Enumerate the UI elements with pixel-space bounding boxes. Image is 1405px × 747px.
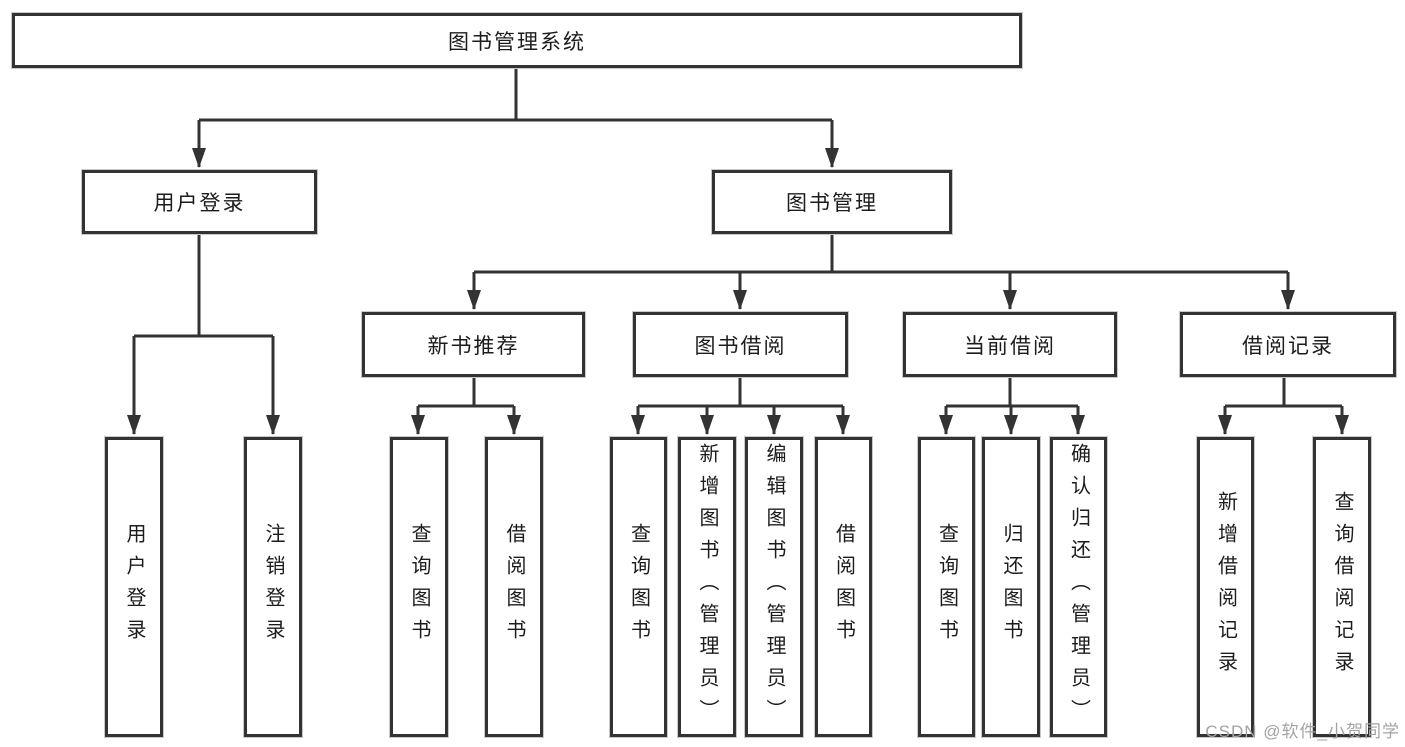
leaf-borrow-book: 借阅图书: [815, 437, 872, 737]
node-borrow-records: 借阅记录: [1180, 312, 1396, 377]
node-current-borrowing-label: 当前借阅: [964, 334, 1056, 358]
node-user-login: 用户登录: [82, 170, 317, 234]
node-new-book-recommend: 新书推荐: [362, 312, 585, 377]
node-book-management-label: 图书管理: [786, 192, 878, 215]
leaf-return-book-label: 归还图书: [1000, 523, 1022, 651]
leaf-query-borrow-record-label: 查询借阅记录: [1331, 491, 1353, 683]
leaf-query-books-borrow: 查询图书: [610, 437, 667, 737]
leaf-confirm-return-admin: 确认归还（管理员）: [1050, 437, 1107, 737]
leaf-add-borrow-record-label: 新增借阅记录: [1214, 491, 1237, 683]
leaf-user-login: 用户登录: [105, 437, 163, 737]
leaf-borrow-books-recommend-label: 借阅图书: [503, 523, 525, 651]
leaf-query-books-current: 查询图书: [918, 437, 975, 737]
leaf-add-borrow-record: 新增借阅记录: [1197, 437, 1254, 737]
leaf-borrow-book-label: 借阅图书: [832, 523, 855, 651]
node-book-borrowing-label: 图书借阅: [694, 334, 787, 358]
node-current-borrowing: 当前借阅: [903, 312, 1117, 377]
node-new-book-recommend-label: 新书推荐: [427, 334, 520, 358]
leaf-return-book: 归还图书: [982, 437, 1040, 737]
leaf-query-books-recommend-label: 查询图书: [408, 523, 430, 651]
leaf-add-book-admin: 新增图书（管理员）: [678, 437, 736, 737]
node-book-borrowing: 图书借阅: [633, 312, 848, 377]
leaf-add-book-admin-label: 新增图书（管理员）: [696, 443, 718, 731]
node-root-label: 图书管理系统: [448, 30, 586, 54]
leaf-query-books-borrow-label: 查询图书: [627, 523, 650, 651]
node-root-system: 图书管理系统: [12, 13, 1022, 68]
leaf-confirm-return-admin-label: 确认归还（管理员）: [1067, 443, 1090, 731]
leaf-user-login-label: 用户登录: [123, 523, 145, 651]
csdn-watermark: CSDN @软件_小贺同学: [1205, 722, 1400, 741]
leaf-logout-label: 注销登录: [262, 523, 284, 651]
leaf-query-books-current-label: 查询图书: [935, 523, 958, 651]
leaf-query-borrow-record: 查询借阅记录: [1313, 437, 1371, 737]
node-user-login-label: 用户登录: [153, 192, 246, 215]
node-borrow-records-label: 借阅记录: [1242, 334, 1334, 358]
leaf-logout: 注销登录: [244, 437, 302, 737]
leaf-edit-book-admin-label: 编辑图书（管理员）: [763, 443, 785, 731]
leaf-query-books-recommend: 查询图书: [390, 437, 448, 737]
leaf-borrow-books-recommend: 借阅图书: [485, 437, 543, 737]
leaf-edit-book-admin: 编辑图书（管理员）: [745, 437, 803, 737]
node-book-management: 图书管理: [712, 170, 952, 234]
